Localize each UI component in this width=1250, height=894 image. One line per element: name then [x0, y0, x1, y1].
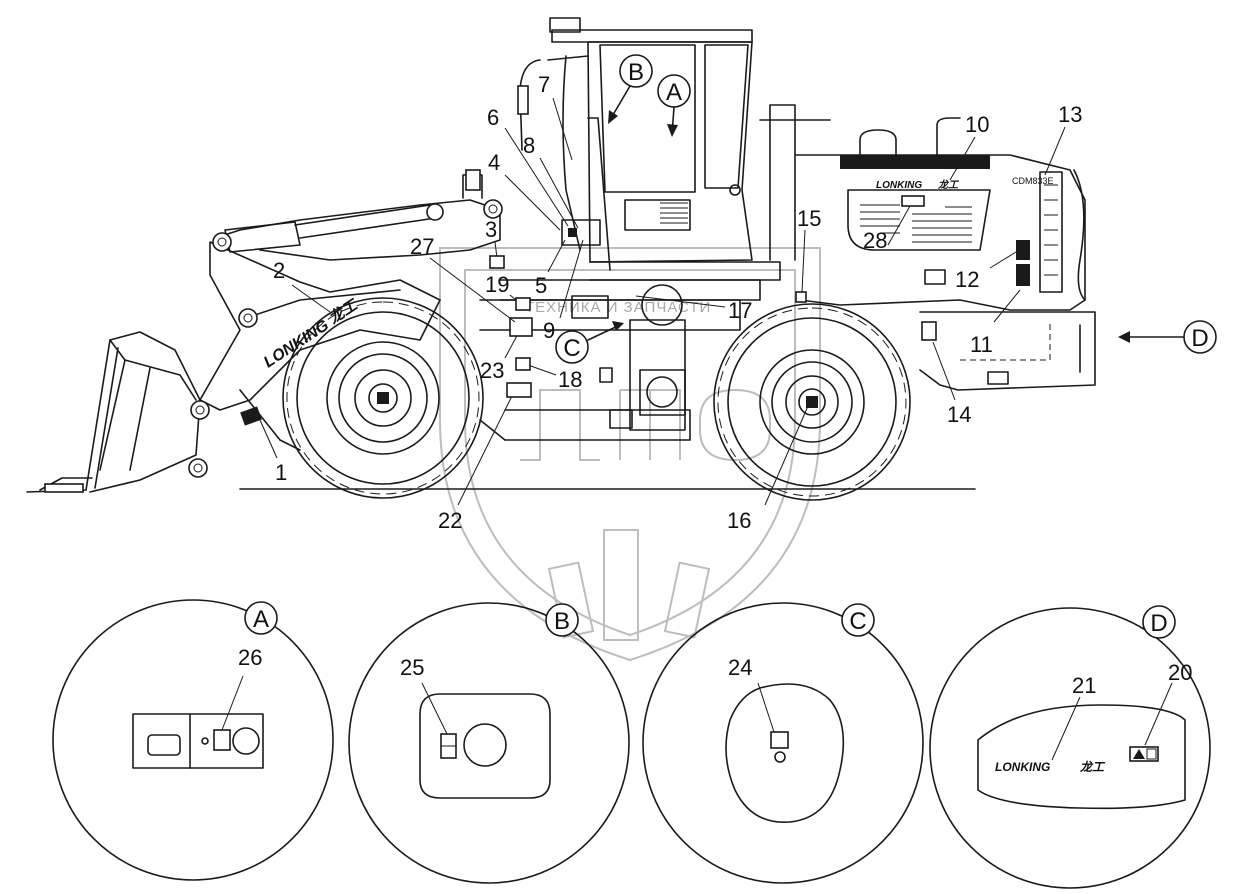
bucket: [26, 331, 201, 493]
callout-11: 11: [970, 332, 993, 357]
callout-4: 4: [488, 150, 500, 175]
detail-view-d: D LONKING 龙工 21 20: [929, 605, 1211, 889]
model-plate: CDM833E: [1012, 176, 1054, 186]
callout-15: 15: [797, 206, 821, 231]
callout-2: 2: [273, 258, 285, 283]
engine-hood: LONKING 龙工 CDM833E: [794, 117, 1096, 391]
callout-26: 26: [238, 645, 262, 670]
decal-1: [240, 406, 262, 426]
detail-view-b: B 25: [348, 602, 630, 884]
view-marker-a: A: [666, 79, 682, 106]
callout-6: 6: [487, 105, 499, 130]
detail-d-letter: D: [1150, 610, 1167, 637]
callout-8: 8: [523, 133, 535, 158]
callout-16: 16: [727, 508, 751, 533]
callout-21: 21: [1072, 673, 1096, 698]
detail-d-logo-cn: 龙工: [1079, 760, 1106, 774]
callout-10: 10: [965, 112, 989, 137]
hood-logo-cn: 龙工: [937, 179, 960, 191]
callout-14: 14: [947, 402, 971, 427]
decal-11: [1016, 264, 1030, 286]
detail-c-letter: C: [849, 608, 866, 635]
callout-27: 27: [410, 234, 434, 259]
callout-7: 7: [538, 72, 550, 97]
hood-logo-text: LONKING: [876, 180, 922, 191]
callout-28: 28: [863, 228, 887, 253]
callout-13: 13: [1058, 102, 1082, 127]
hood-vent-slots: [860, 204, 972, 243]
watermark: ТЕХНИКА И ЗАПЧАСТИ: [439, 247, 821, 662]
loader-arm: LONKING 龙工: [188, 169, 503, 478]
callout-22: 22: [438, 508, 462, 533]
callout-20: 20: [1168, 660, 1192, 685]
callout-17: 17: [728, 298, 752, 323]
detail-view-a: A 26: [52, 599, 334, 881]
callout-23: 23: [480, 358, 504, 383]
callout-5: 5: [535, 273, 547, 298]
callout-24: 24: [728, 655, 752, 680]
callout-25: 25: [400, 655, 424, 680]
callout-1: 1: [275, 460, 287, 485]
view-marker-d: D: [1191, 325, 1208, 352]
view-marker-b: B: [628, 59, 644, 86]
detail-d-logo-text: LONKING: [995, 760, 1050, 774]
detail-view-c: C 24: [642, 602, 924, 884]
callout-9: 9: [543, 318, 555, 343]
callout-18: 18: [558, 367, 582, 392]
cab: [517, 17, 831, 281]
callout-12: 12: [955, 267, 979, 292]
callouts-main: 1 2 3 4 5 6 7 8 9 10 11 12 13 14 15 16: [259, 72, 1082, 533]
view-markers: A B C D: [555, 54, 1217, 364]
arm-logo-text: LONKING: [261, 317, 332, 371]
front-wheel: [282, 297, 484, 499]
rear-wheel: [713, 303, 911, 501]
decal-12: [1016, 240, 1030, 260]
detail-a-letter: A: [253, 606, 269, 633]
callout-19: 19: [485, 272, 509, 297]
view-marker-c: C: [563, 335, 580, 362]
callout-3: 3: [485, 217, 497, 242]
detail-b-letter: B: [554, 608, 570, 635]
